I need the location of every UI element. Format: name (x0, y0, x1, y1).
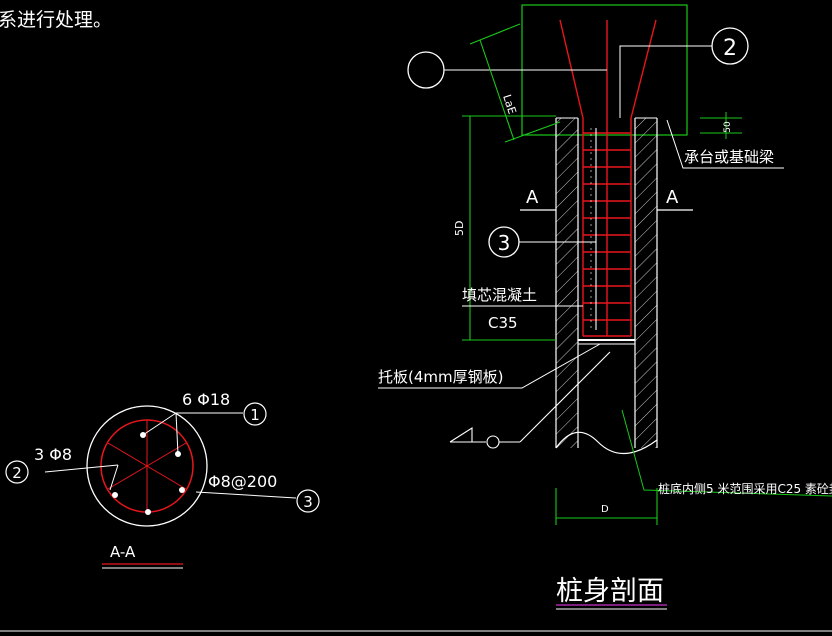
section-a-right: A (666, 187, 679, 208)
dim-d (555, 488, 658, 525)
pile-elevation: 2 3 LaE 5D 50 承台或基础梁 (378, 4, 832, 525)
rebar-top-label: 3 Φ8 (34, 445, 72, 464)
section-label: A-A (110, 543, 136, 561)
header-note: 系进行处理。 (0, 9, 112, 31)
elevation-marker (449, 351, 611, 449)
lae-label: LaE (500, 93, 519, 116)
callout-2-elev-text: 2 (723, 36, 737, 61)
stirrup-label: Φ8@200 (208, 472, 277, 491)
dim-50 (700, 112, 742, 139)
break-line (555, 431, 658, 455)
rebar-cage (559, 19, 657, 337)
cap-label: 承台或基础梁 (684, 148, 774, 166)
drawing-title: 桩身剖面 (556, 576, 664, 607)
callout-1-text: 1 (250, 406, 260, 424)
callout-2-text: 2 (12, 464, 22, 482)
grade-label: C35 (488, 314, 518, 332)
callout-2-circle (5, 460, 29, 484)
dim-50-label: 50 (723, 121, 733, 133)
callout-3-circle (296, 489, 320, 513)
pile-wall-right (634, 118, 658, 448)
callout-1-circle (243, 402, 267, 426)
dim-d-label: D (601, 504, 609, 515)
callout-3-text: 3 (303, 493, 313, 511)
pile-wall-left (555, 118, 579, 448)
callout-3-elev-text: 3 (498, 231, 511, 255)
dim-5d (462, 115, 556, 341)
radial-lines (107, 420, 187, 512)
section-a-left: A (526, 187, 539, 208)
plate-label: 托板(4mm厚钢板) (378, 368, 503, 386)
dim-5d-label: 5D (453, 221, 466, 236)
bottom-note: 桩底内侧5 米范围采用C25 素砼封底 (658, 481, 832, 496)
rebar-main-label: 6 Φ18 (182, 390, 230, 409)
section-a-a: 6 Φ18 3 Φ8 Φ8@200 1 2 3 A-A (5, 390, 320, 569)
pile-outer-circle (86, 405, 208, 527)
lae-dimension (469, 23, 561, 143)
fill-concrete-label: 填芯混凝土 (462, 286, 537, 304)
callout-empty-circle (407, 51, 445, 89)
